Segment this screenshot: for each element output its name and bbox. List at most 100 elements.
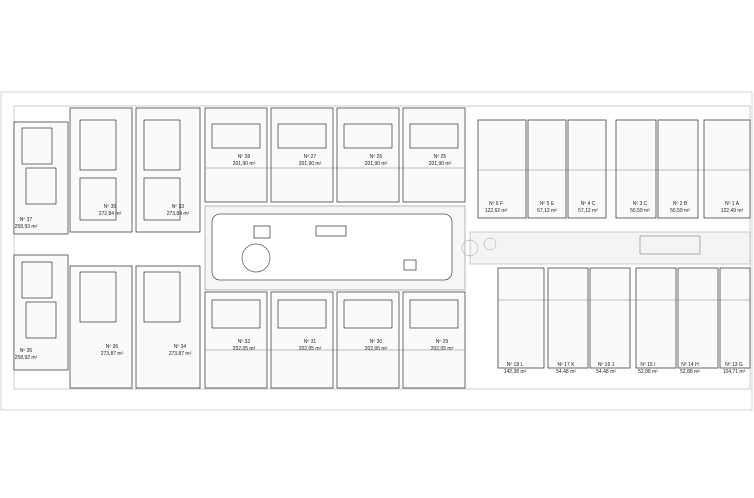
unit-number: Nº 33 — [172, 204, 185, 210]
unit-area: 272,84 m² — [99, 211, 122, 217]
unit-block-14H — [677, 267, 719, 369]
pool — [211, 213, 453, 281]
unit-area: 56,59 m² — [630, 208, 650, 214]
partition — [25, 301, 57, 339]
unit-number: Nº 1 A — [725, 201, 740, 207]
partition — [343, 299, 393, 329]
round-pool — [241, 243, 271, 273]
unit-area: 273,84 m² — [167, 211, 190, 217]
unit-area: 201,90 m² — [299, 161, 322, 167]
unit-number: Nº 5 E — [540, 201, 555, 207]
unit-area: 258,93 m² — [15, 224, 38, 230]
partition — [211, 123, 261, 149]
unit-number: Nº 4 C — [581, 201, 596, 207]
unit-area: 202,05 m² — [431, 346, 454, 352]
unit-number: Nº 35 — [104, 204, 117, 210]
unit-area: 104,71 m² — [723, 369, 746, 375]
unit-block-1A — [703, 119, 751, 219]
unit-area: 57,12 m² — [578, 208, 598, 214]
unit-block-29 — [402, 291, 466, 389]
unit-number: Nº 27 — [304, 154, 317, 160]
unit-number: Nº 3 C — [633, 201, 648, 207]
unit-number: Nº 13 G — [725, 362, 743, 368]
walkway — [469, 231, 751, 265]
unit-number: Nº 6 F — [489, 201, 503, 207]
unit-number: Nº 30 — [370, 339, 383, 345]
unit-block-2B — [657, 119, 699, 219]
unit-block-18L — [497, 267, 545, 369]
unit-area: 201,90 m² — [365, 161, 388, 167]
unit-area: 122,62 m² — [485, 208, 508, 214]
partition — [79, 177, 117, 221]
unit-block-13G — [719, 267, 751, 369]
unit-number: Nº 25 — [434, 154, 447, 160]
partition — [21, 261, 53, 299]
tree — [483, 237, 497, 251]
unit-block-27 — [270, 107, 334, 203]
unit-block-5E — [527, 119, 567, 219]
unit-number: Nº 26 — [370, 154, 383, 160]
tree — [461, 239, 479, 257]
unit-area: 273,87 m² — [169, 351, 192, 357]
unit-number: Nº 31 — [304, 339, 317, 345]
unit-block-6F — [477, 119, 527, 219]
unit-number: Nº 18 L — [507, 362, 524, 368]
unit-area: 52,88 m² — [680, 369, 700, 375]
unit-area: 54,48 m² — [556, 369, 576, 375]
pool-cabana — [253, 225, 271, 239]
unit-block-31 — [270, 291, 334, 389]
partition — [25, 167, 57, 205]
unit-area: 258,92 m² — [15, 355, 38, 361]
unit-area: 54,48 m² — [596, 369, 616, 375]
unit-area: 202,05 m² — [233, 346, 256, 352]
partition — [277, 299, 327, 329]
unit-number: Nº 28 — [238, 154, 251, 160]
partition — [277, 123, 327, 149]
unit-area: 142,38 m² — [504, 369, 527, 375]
unit-number: Nº 29 — [436, 339, 449, 345]
unit-number: Nº 2 B — [673, 201, 688, 207]
bench — [639, 235, 701, 255]
unit-block-15I — [635, 267, 677, 369]
unit-area: 201,90 m² — [233, 161, 256, 167]
unit-block-26 — [336, 107, 400, 203]
unit-block-3C — [615, 119, 657, 219]
unit-block-34 — [135, 265, 201, 389]
unit-number: Nº 16 J — [598, 362, 615, 368]
unit-block-32 — [204, 291, 268, 389]
unit-block-37 — [13, 121, 69, 235]
site-boundary — [0, 91, 753, 411]
unit-area: 52,88 m² — [638, 369, 658, 375]
unit-block-36b — [69, 265, 133, 389]
unit-area: 201,90 m² — [429, 161, 452, 167]
unit-number: Nº 14 H — [681, 362, 699, 368]
partition — [211, 299, 261, 329]
unit-block-28 — [204, 107, 268, 203]
partition — [143, 119, 181, 171]
unit-number: Nº 36 — [20, 348, 33, 354]
partition — [79, 119, 117, 171]
unit-number: Nº 36 — [106, 344, 119, 350]
unit-area: 202,05 m² — [299, 346, 322, 352]
unit-labels: Nº 37 258,93 m² Nº 35 272,84 m² Nº 33 27… — [15, 154, 746, 375]
partition — [21, 127, 53, 165]
unit-block-17K — [547, 267, 589, 369]
unit-area: 273,87 m² — [101, 351, 124, 357]
unit-number: Nº 15 I — [640, 362, 655, 368]
unit-area: 122,49 m² — [721, 208, 744, 214]
unit-area: 202,05 m² — [365, 346, 388, 352]
partition — [143, 177, 181, 221]
unit-area: 57,12 m² — [537, 208, 557, 214]
partition — [409, 299, 459, 329]
unit-area: 56,59 m² — [670, 208, 690, 214]
unit-block-36 — [13, 254, 69, 371]
partition — [409, 123, 459, 149]
unit-block-4C — [567, 119, 607, 219]
partition — [79, 271, 117, 323]
unit-number: Nº 37 — [20, 217, 33, 223]
unit-block-16J — [589, 267, 631, 369]
unit-number: Nº 34 — [174, 344, 187, 350]
unit-block-30 — [336, 291, 400, 389]
pool-cabana — [315, 225, 347, 237]
